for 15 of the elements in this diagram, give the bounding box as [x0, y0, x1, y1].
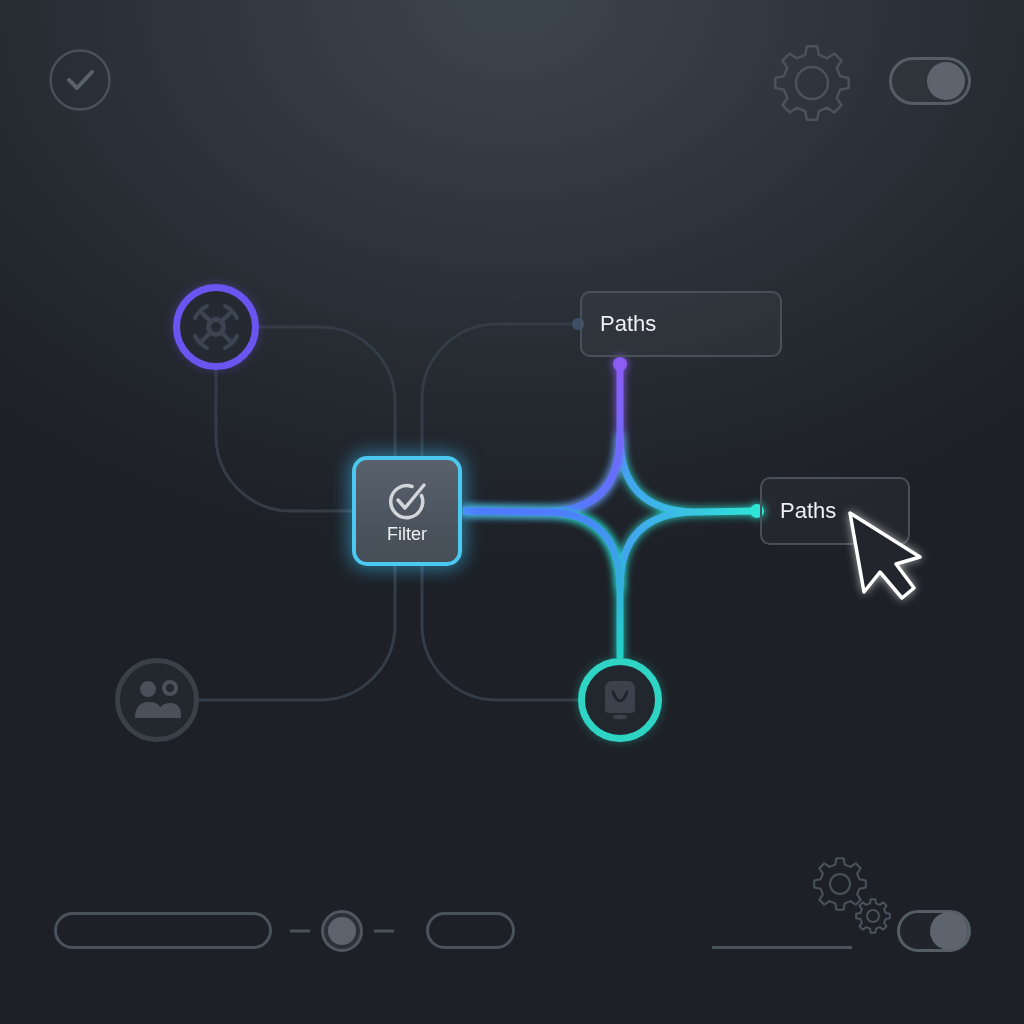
circle-node [578, 658, 662, 742]
connector-line [420, 318, 584, 456]
flow-connector [462, 507, 624, 658]
connector-line [420, 566, 578, 702]
process-box [352, 456, 462, 566]
circle-node [115, 658, 199, 742]
node-label: Filter [387, 524, 427, 545]
circle-node [173, 284, 259, 370]
connector-line [259, 325, 397, 456]
node-label: Paths [780, 498, 837, 524]
node-card [580, 291, 782, 357]
connector-line [214, 370, 352, 513]
connector-line [199, 566, 397, 702]
node-label: Paths [600, 311, 657, 337]
node-card [760, 477, 910, 545]
